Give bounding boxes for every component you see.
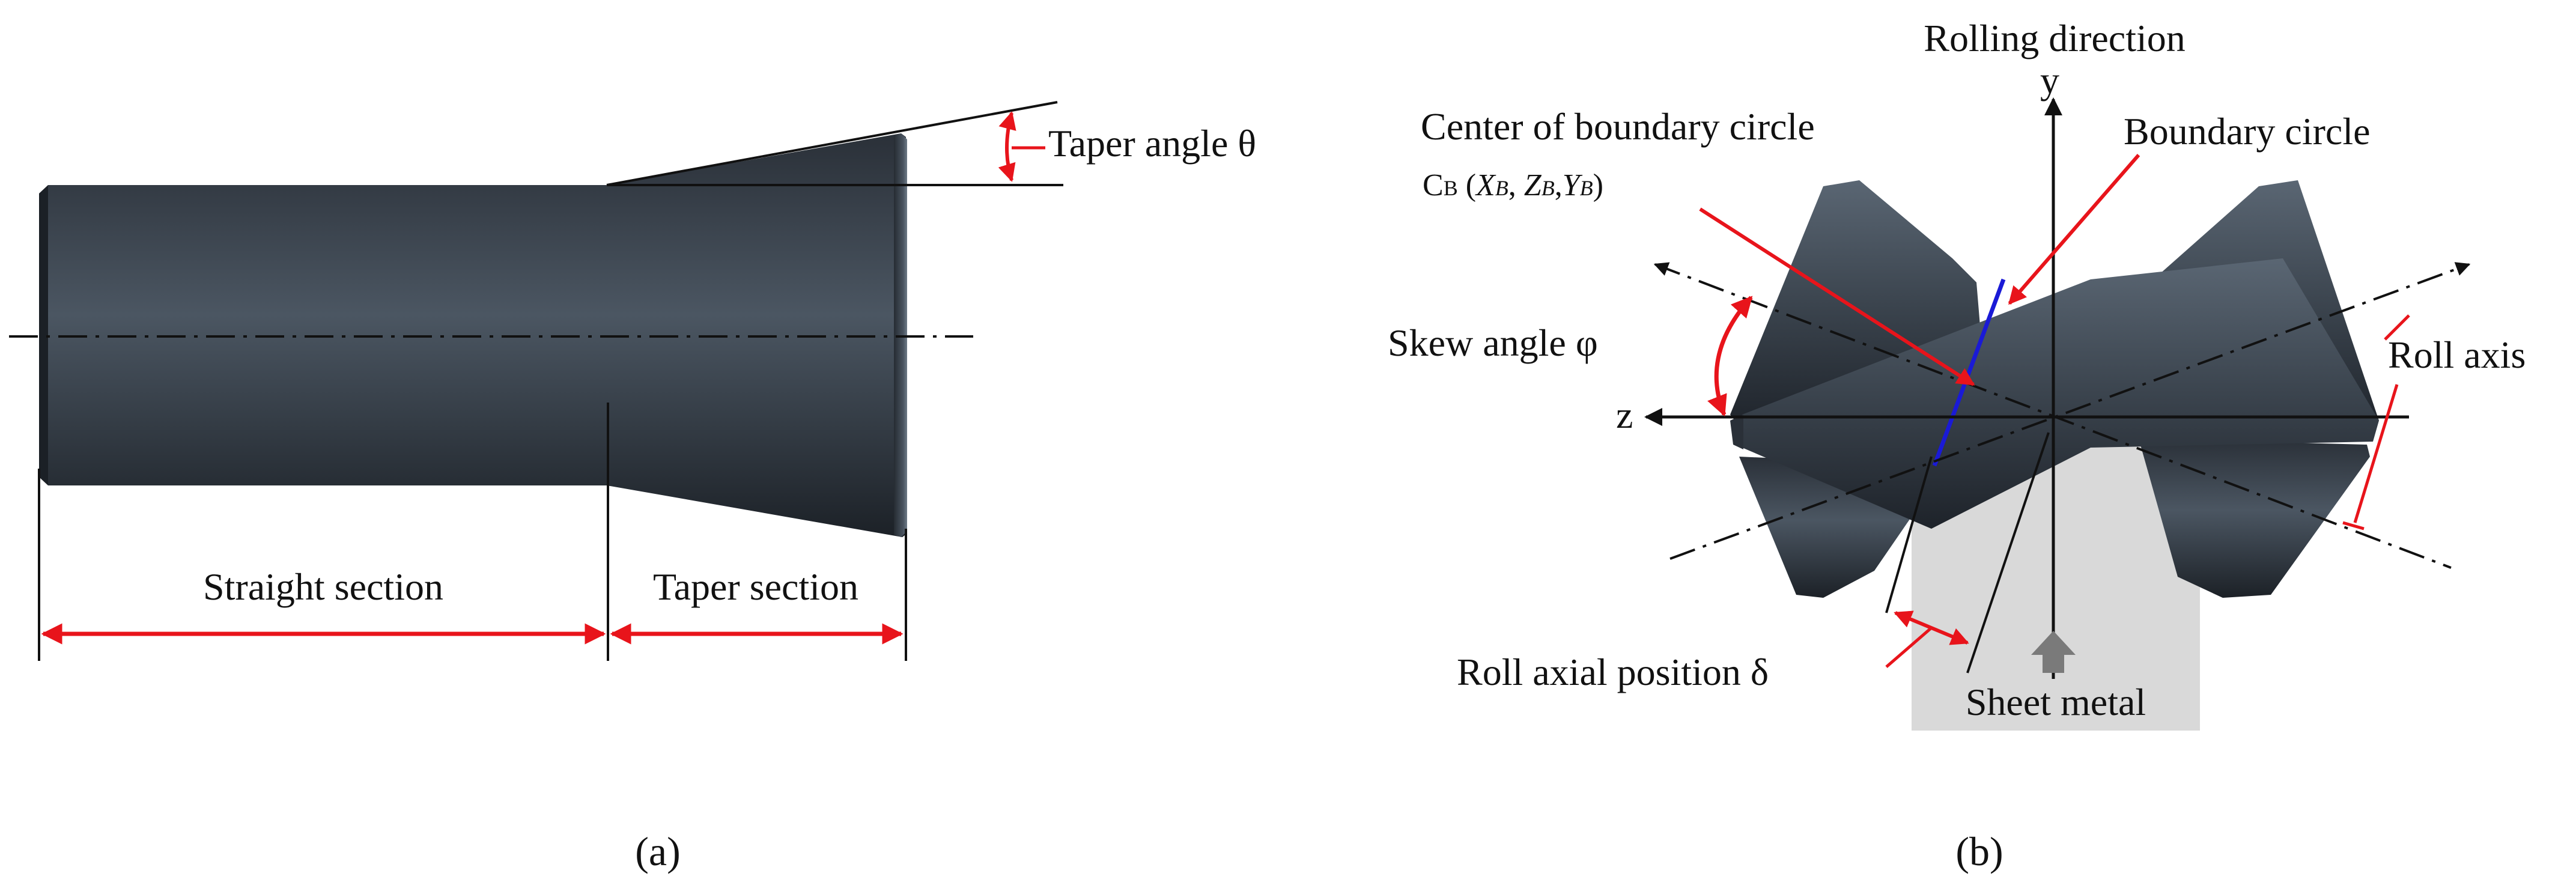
back-roll-lower-right	[2139, 439, 2370, 598]
roll-axis-leader-top	[2384, 314, 2410, 341]
roll-axial-position-label: Roll axial position δ	[1457, 651, 1769, 693]
panel-a: Taper angle θ Straight section Taper sec…	[9, 101, 1256, 874]
roll-axis-leader-line	[2353, 384, 2399, 523]
taper-angle-arrow	[998, 111, 1016, 182]
skew-angle-label: Skew angle φ	[1388, 321, 1598, 364]
roll-axis-2	[1669, 262, 2471, 560]
roll-axis-label: Roll axis	[2388, 333, 2526, 376]
panel-b-caption: (b)	[1955, 829, 2003, 874]
taper-extension-line	[606, 101, 1058, 186]
boundary-circle-leader	[2008, 154, 2140, 305]
rolling-direction-label: Rolling direction	[1924, 17, 2186, 59]
roll-left-flange	[39, 185, 48, 485]
straight-section-label: Straight section	[203, 565, 443, 608]
taper-angle-label: Taper angle θ	[1048, 122, 1256, 165]
z-axis-label: z	[1616, 394, 1633, 436]
axial-position-ref-2	[1966, 432, 2050, 674]
y-axis-label: y	[2040, 59, 2059, 102]
roll-axis-leader-bottom	[2342, 521, 2365, 531]
front-roll-left-face	[1730, 415, 1743, 449]
taper-section-label: Taper section	[653, 565, 858, 608]
center-of-boundary-circle-label: Center of boundary circle	[1421, 105, 1815, 148]
panel-a-caption: (a)	[635, 829, 680, 874]
rolling-direction-arrow	[2031, 631, 2076, 673]
front-roll	[1742, 258, 2379, 529]
panel-b: y z Rolling direction Center of boundary…	[1388, 17, 2526, 874]
axial-position-ref-1	[1885, 456, 1933, 613]
axial-position-leader	[1885, 627, 1933, 668]
sheet-metal-label: Sheet metal	[1966, 681, 2146, 723]
boundary-circle-label: Boundary circle	[2124, 110, 2371, 153]
center-leader	[1699, 207, 1975, 386]
center-coordinates-label: CB (XB, ZB,YB)	[1423, 168, 1603, 202]
roll-axis-1	[1653, 262, 2452, 569]
skew-angle-arc	[1707, 296, 1753, 417]
